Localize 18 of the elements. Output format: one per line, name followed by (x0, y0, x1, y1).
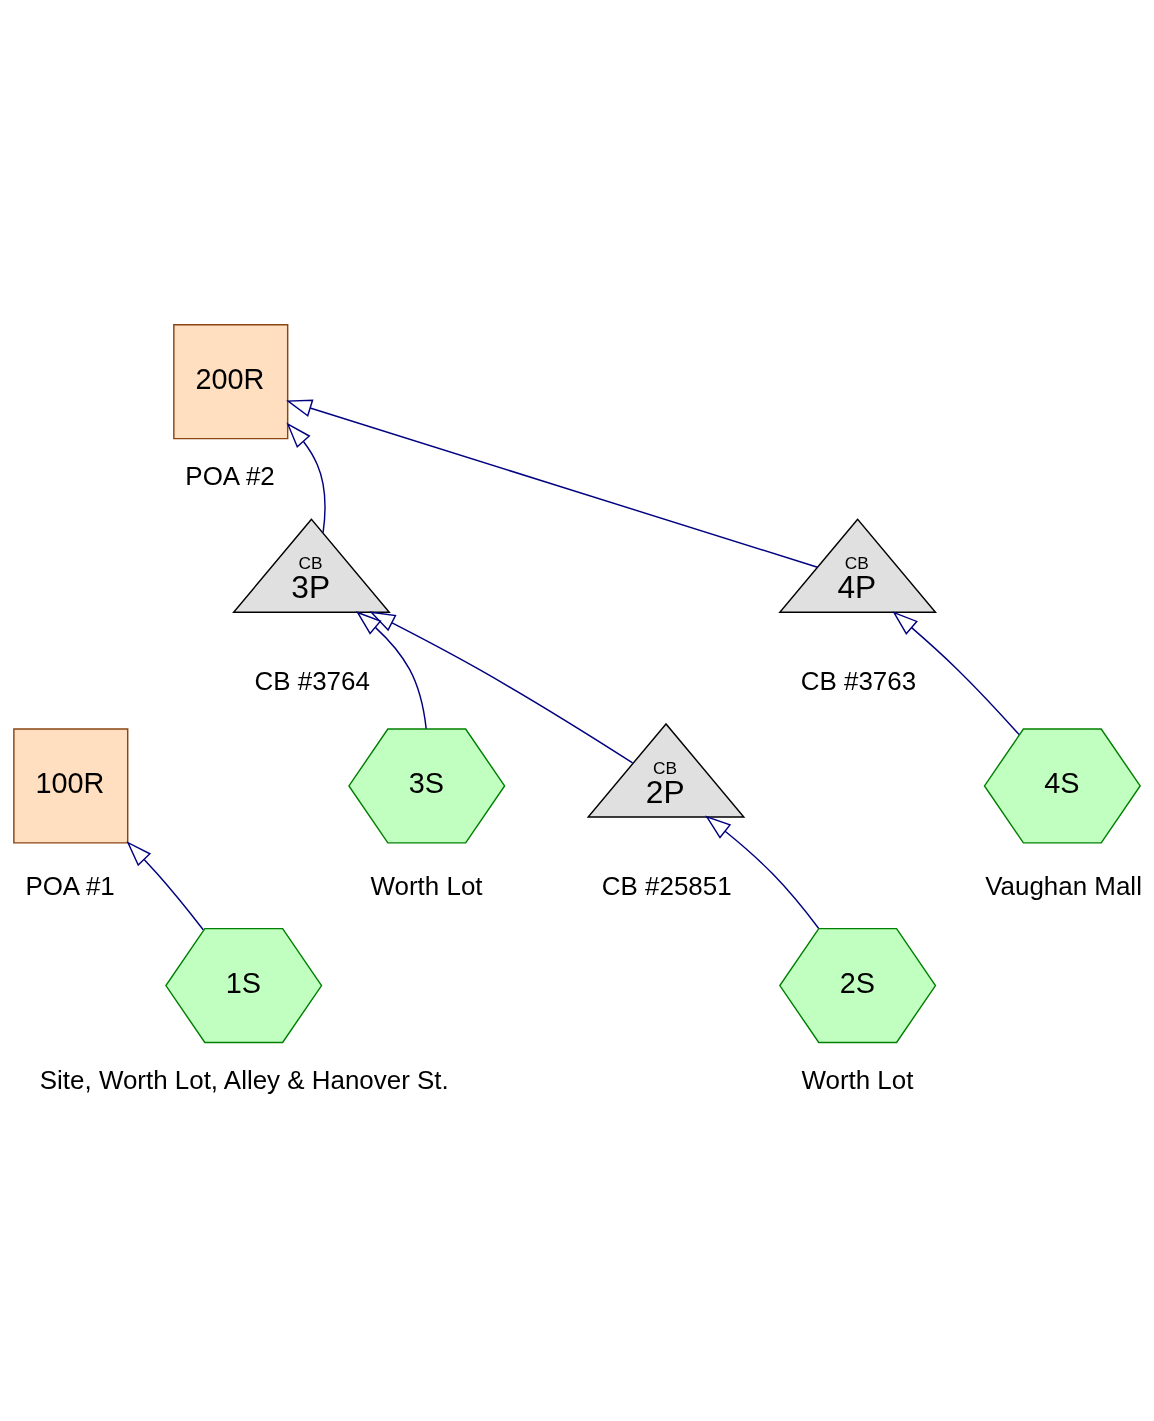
arrow (355, 610, 427, 729)
node-label: Vaughan Mall (985, 871, 1142, 900)
node-label: CB #25851 (601, 871, 732, 900)
arrow (705, 815, 820, 929)
arrow (126, 840, 204, 930)
arrow (369, 610, 634, 764)
node-label: POA #1 (25, 871, 115, 900)
node-label: CB #3763 (800, 666, 917, 695)
node-label: POA #2 (185, 461, 275, 490)
arrow (892, 610, 1020, 735)
node-label: Worth Lot (801, 1065, 914, 1094)
node-box: 200R (173, 323, 289, 439)
arrow (286, 399, 819, 568)
node-label: CB #3764 (254, 666, 370, 695)
arrow (286, 422, 326, 533)
node-box: 100R (13, 727, 129, 844)
node-label: Worth Lot (370, 871, 483, 900)
node-label: Site, Worth Lot, Alley & Hanover St. (39, 1065, 449, 1094)
